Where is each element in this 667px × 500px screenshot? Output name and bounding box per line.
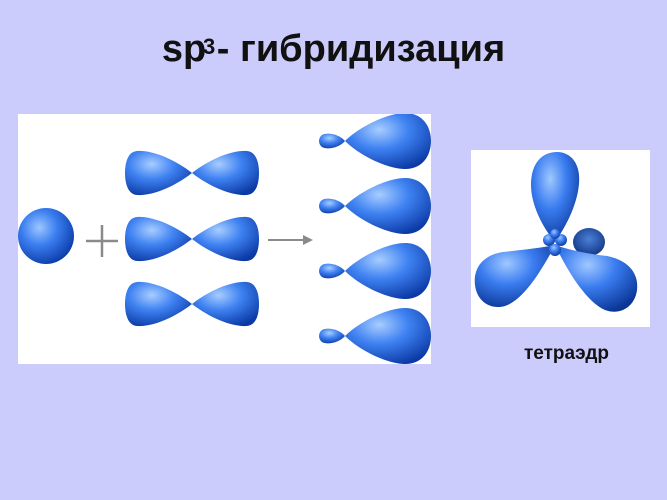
s-orbital — [18, 208, 74, 264]
p-orbital-2 — [125, 216, 259, 262]
tetrahedral-orbitals-diagram — [474, 152, 638, 312]
sp3-orbital-1 — [319, 114, 431, 169]
back-lobe — [573, 228, 605, 256]
tetrahedron-panel — [471, 150, 650, 327]
hybridization-scheme-diagram — [18, 114, 431, 364]
sp3-orbital-4 — [319, 308, 431, 364]
page-title: sp - гибридизация — [0, 28, 667, 71]
right-lobe — [555, 245, 638, 312]
caption-tetrahedron: тетраэдр — [524, 343, 610, 364]
center-lobe-4 — [550, 229, 560, 239]
arrow-right-icon — [268, 235, 313, 245]
sp3-orbital-3 — [319, 243, 431, 299]
hybridization-scheme-panel — [18, 114, 431, 364]
title-space — [206, 28, 217, 70]
plus-icon — [86, 225, 118, 257]
sp3-orbital-2 — [319, 178, 431, 234]
p-orbital-1 — [125, 150, 259, 196]
title-main: - гибридизация — [216, 28, 506, 70]
title-sp: sp — [161, 28, 207, 70]
top-lobe — [531, 152, 580, 242]
p-orbital-3 — [125, 281, 259, 327]
center-lobe-3 — [549, 244, 561, 256]
left-lobe — [474, 245, 555, 308]
